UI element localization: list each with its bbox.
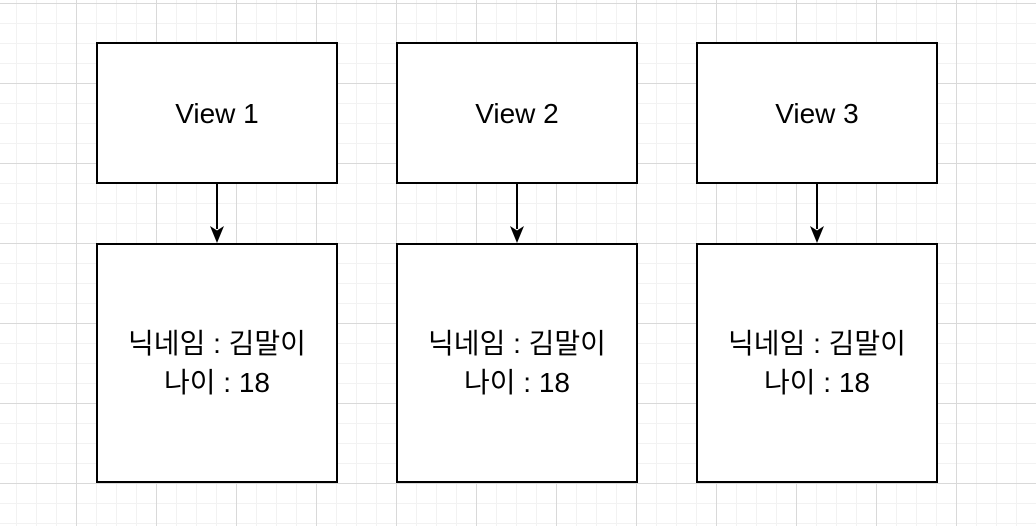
down-arrow-3 [810, 182, 824, 243]
view-box-2-label: View 2 [475, 97, 559, 129]
view-box-1-label: View 1 [175, 97, 259, 129]
view-box-3-label: View 3 [775, 97, 859, 129]
data-box-2: 닉네임 : 김말이 나이 : 18 [396, 243, 638, 483]
data-box-1-line2: 나이 : 18 [163, 367, 270, 398]
data-box-1-line1: 닉네임 : 김말이 [128, 328, 306, 359]
data-box-3-line1: 닉네임 : 김말이 [728, 328, 906, 359]
diagram-column-2: View 2 닉네임 : 김말이 나이 : 18 [396, 0, 638, 526]
view-box-3: View 3 [696, 42, 938, 184]
data-box-3-line2: 나이 : 18 [763, 367, 870, 398]
down-arrow-1 [210, 182, 224, 243]
down-arrow-3-head [810, 226, 824, 243]
data-box-2-line1: 닉네임 : 김말이 [428, 328, 606, 359]
down-arrow-1-head [210, 226, 224, 243]
data-box-1: 닉네임 : 김말이 나이 : 18 [96, 243, 338, 483]
data-box-2-line2: 나이 : 18 [463, 367, 570, 398]
down-arrow-2-head [510, 226, 524, 243]
data-box-3: 닉네임 : 김말이 나이 : 18 [696, 243, 938, 483]
down-arrow-2 [510, 182, 524, 243]
view-box-2: View 2 [396, 42, 638, 184]
diagram-column-1: View 1 닉네임 : 김말이 나이 : 18 [96, 0, 338, 526]
view-box-1: View 1 [96, 42, 338, 184]
diagram-column-3: View 3 닉네임 : 김말이 나이 : 18 [696, 0, 938, 526]
